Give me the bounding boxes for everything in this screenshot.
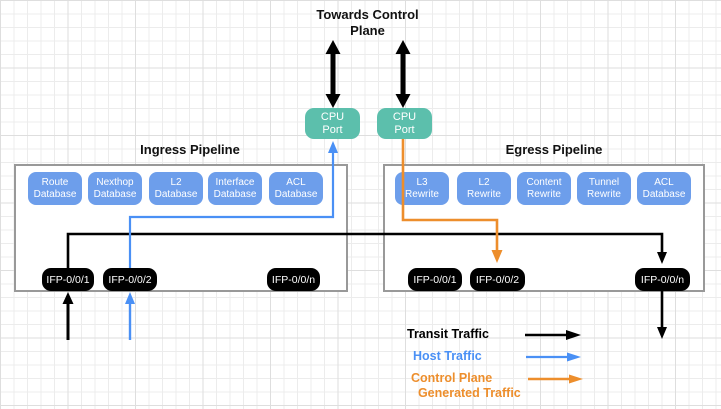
control-plane-link-ingress-arrow[interactable] <box>325 40 341 108</box>
ingress-module-l2-database[interactable]: L2 Database <box>149 172 203 205</box>
legend-host-arrow <box>526 352 581 362</box>
transit-traffic-input-arrow[interactable] <box>62 292 74 340</box>
legend-control-arrow <box>528 374 583 384</box>
egress-module-acl-database[interactable]: ACL Database <box>637 172 691 205</box>
legend-transit-arrow <box>525 330 581 340</box>
ingress-port-ifp-0-0-1[interactable]: IFP-0/0/1 <box>42 268 94 291</box>
cpu-port-ingress[interactable]: CPU Port <box>305 108 360 139</box>
cpu-port-egress[interactable]: CPU Port <box>377 108 432 139</box>
egress-module-l2-rewrite[interactable]: L2 Rewrite <box>457 172 511 205</box>
ingress-port-ifp-0-0-n[interactable]: IFP-0/0/n <box>267 268 320 291</box>
egress-module-tunnel-rewrite[interactable]: Tunnel Rewrite <box>577 172 631 205</box>
legend-host-traffic-label[interactable]: Host Traffic <box>413 349 482 363</box>
egress-port-ifp-0-0-n[interactable]: IFP-0/0/n <box>635 268 690 291</box>
egress-port-ifp-0-0-2[interactable]: IFP-0/0/2 <box>470 268 525 291</box>
towards-control-plane-label[interactable]: Towards Control Plane <box>316 7 419 38</box>
egress-port-ifp-0-0-1[interactable]: IFP-0/0/1 <box>408 268 462 291</box>
legend-control-plane-traffic-label[interactable]: Control Plane Generated Traffic <box>411 371 521 400</box>
ingress-module-acl-database[interactable]: ACL Database <box>269 172 323 205</box>
ingress-module-nexthop-database[interactable]: Nexthop Database <box>88 172 142 205</box>
egress-module-content-rewrite[interactable]: Content Rewrite <box>517 172 571 205</box>
control-plane-link-egress-arrow[interactable] <box>395 40 411 108</box>
legend-transit-traffic-label[interactable]: Transit Traffic <box>407 327 489 341</box>
ingress-module-route-database[interactable]: Route Database <box>28 172 82 205</box>
ingress-port-ifp-0-0-2[interactable]: IFP-0/0/2 <box>103 268 157 291</box>
ingress-pipeline-title[interactable]: Ingress Pipeline <box>140 142 240 157</box>
transit-traffic-output-arrow[interactable] <box>657 291 667 339</box>
egress-module-l3-rewrite[interactable]: L3 Rewrite <box>395 172 449 205</box>
host-traffic-input-arrow[interactable] <box>125 292 135 340</box>
egress-pipeline-title[interactable]: Egress Pipeline <box>505 142 603 157</box>
ingress-module-interface-database[interactable]: Interface Database <box>208 172 262 205</box>
